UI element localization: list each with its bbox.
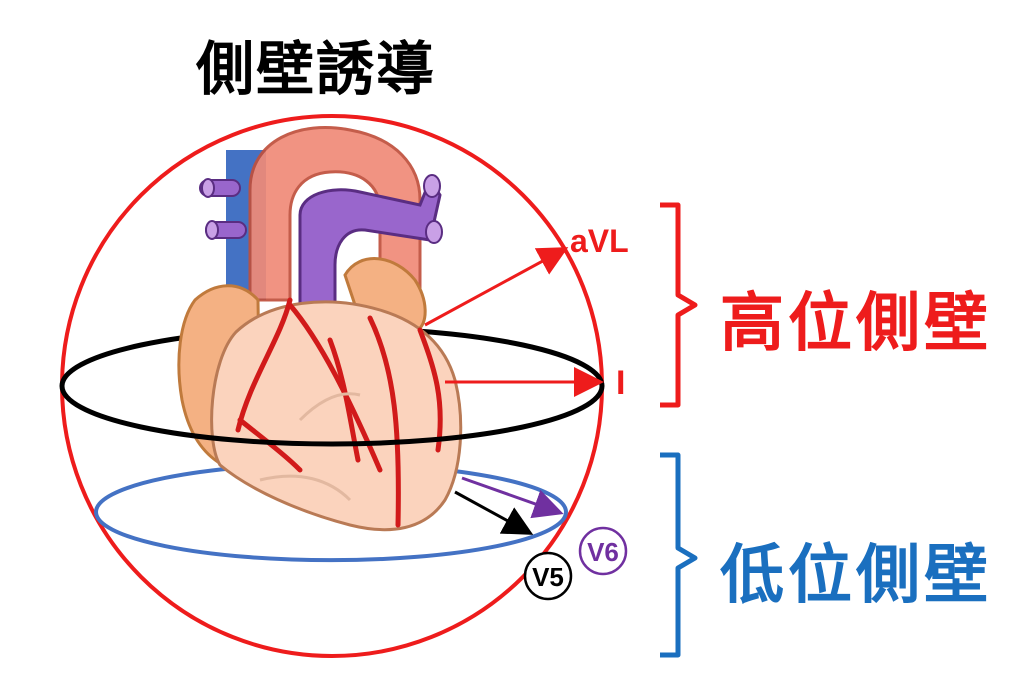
pulmonary-artery xyxy=(298,176,442,322)
high-lateral-bracket xyxy=(660,202,698,408)
low-lateral-label: 低位側壁 xyxy=(720,539,992,613)
v5-label: V5 xyxy=(532,562,564,592)
avl-vector xyxy=(424,247,569,327)
low-lateral-bracket xyxy=(660,452,698,658)
lead-i-label: I xyxy=(616,364,625,402)
v6-vector xyxy=(461,476,564,519)
v5-badge xyxy=(523,551,573,601)
v6-label: V6 xyxy=(587,537,619,567)
v6-badge xyxy=(578,526,628,576)
diagram-title: 側壁誘導 xyxy=(196,35,437,103)
pulmonary-veins-left xyxy=(199,178,247,240)
low-lateral-plane-front xyxy=(94,511,568,563)
horizontal-plane-front xyxy=(59,385,605,447)
avl-label: aVL xyxy=(570,223,629,259)
aortic-arch xyxy=(248,126,422,302)
cardiac-veins xyxy=(259,392,361,502)
v5-vector xyxy=(454,490,534,535)
high-lateral-label: 高位側壁 xyxy=(720,287,992,361)
